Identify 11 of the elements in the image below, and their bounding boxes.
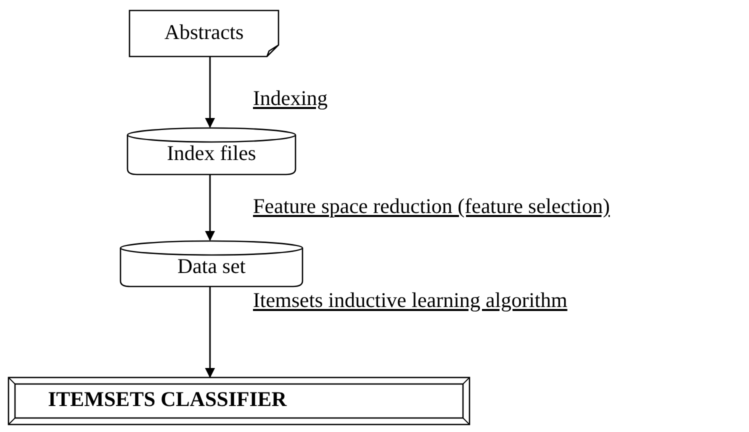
node-label: ITEMSETS CLASSIFIER — [48, 387, 288, 412]
document-shape — [129, 10, 279, 57]
arrow — [205, 57, 215, 128]
data-store-shape — [127, 127, 296, 175]
node-label: Index files — [166, 141, 258, 166]
beveled-box — [8, 377, 470, 425]
data-store-shape — [120, 240, 303, 287]
arrow — [205, 175, 215, 241]
arrow — [205, 287, 215, 378]
node-label: Data set — [176, 254, 247, 279]
node-label: Abstracts — [163, 20, 245, 45]
